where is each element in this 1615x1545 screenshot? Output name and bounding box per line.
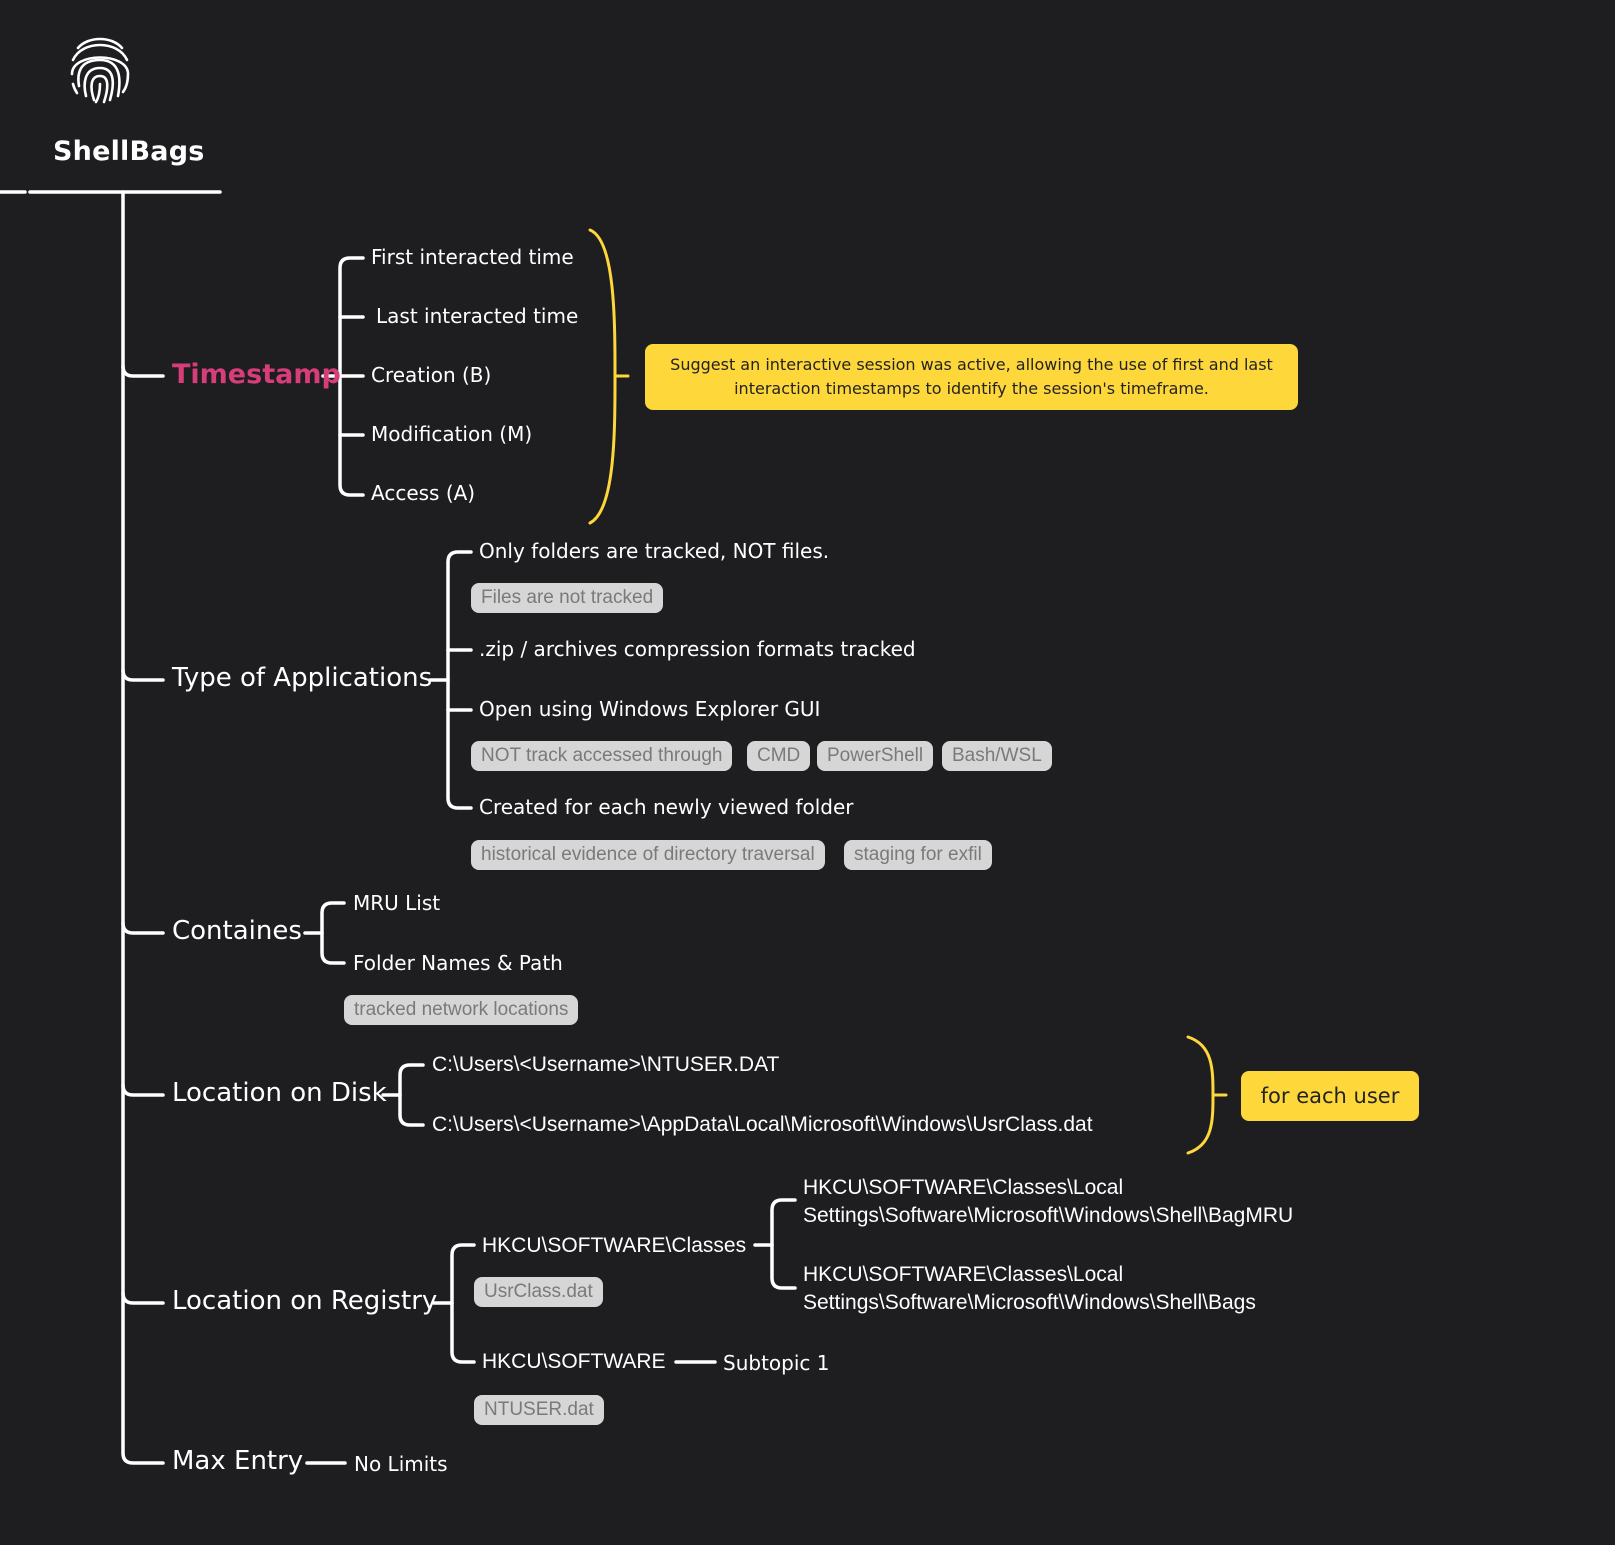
connector-registry (121, 1291, 165, 1305)
registry-key: HKCU\SOFTWARE\Classes (482, 1234, 747, 1257)
applications-item: Open using Windows Explorer GUI (479, 697, 821, 721)
branch-disk: Location on Disk (172, 1078, 387, 1108)
timestamp-item: First interacted time (371, 245, 574, 269)
tag: NTUSER.dat (474, 1395, 604, 1425)
tag: tracked network locations (344, 995, 579, 1025)
registry-subkey-line: HKCU\SOFTWARE\Classes\Local (803, 1263, 1124, 1286)
disk-summary-note: for each user (1241, 1071, 1419, 1121)
tag: PowerShell (817, 741, 934, 771)
tag: Files are not tracked (471, 583, 664, 613)
registry-subkey-line: Settings\Software\Microsoft\Windows\Shel… (803, 1291, 1256, 1314)
branch-max-entry: Max Entry (172, 1446, 304, 1476)
registry-subkey-line: Settings\Software\Microsoft\Windows\Shel… (803, 1204, 1294, 1227)
bracket-classes (770, 1198, 797, 1290)
summary-brace-timestamp (588, 228, 617, 525)
tag: NOT track accessed through (471, 741, 733, 771)
timestamp-item: Creation (B) (371, 363, 492, 387)
tag: UsrClass.dat (474, 1277, 603, 1307)
registry-subkey-line: HKCU\SOFTWARE\Classes\Local (803, 1176, 1124, 1199)
contains-item: Folder Names & Path (353, 951, 563, 975)
branch-registry: Location on Registry (172, 1286, 438, 1316)
bracket-contains (320, 901, 346, 965)
connector-disk (121, 1083, 165, 1097)
summary-brace-disk (1186, 1035, 1215, 1155)
timestamp-summary-note: Suggest an interactive session was activ… (645, 344, 1298, 410)
root-title: ShellBags (53, 136, 205, 167)
bracket-disk (398, 1063, 425, 1127)
fingerprint-icon (70, 37, 130, 104)
applications-item: .zip / archives compression formats trac… (479, 637, 916, 661)
applications-item: Only folders are tracked, NOT files. (479, 539, 830, 563)
max-entry-item: No Limits (354, 1452, 448, 1476)
tag: CMD (747, 741, 811, 771)
disk-path: C:\Users\<Username>\AppData\Local\Micros… (432, 1113, 1093, 1136)
timestamp-item: Modification (M) (371, 422, 533, 446)
branch-applications: Type of Applications (172, 663, 433, 693)
tag: Bash/WSL (942, 741, 1052, 771)
bracket-registry (450, 1243, 476, 1364)
applications-item: Created for each newly viewed folder (479, 795, 854, 819)
trunk-line (121, 190, 165, 1465)
disk-path: C:\Users\<Username>\NTUSER.DAT (432, 1053, 780, 1076)
connector-contains (121, 921, 165, 935)
connector-timestamp (121, 364, 165, 378)
registry-subtopic: Subtopic 1 (723, 1351, 830, 1375)
tag: historical evidence of directory travers… (471, 840, 825, 870)
timestamp-item: Last interacted time (376, 304, 579, 328)
contains-item: MRU List (353, 891, 441, 915)
bracket-applications (446, 550, 473, 810)
connector-applications (121, 668, 165, 682)
tag: staging for exfil (844, 840, 992, 870)
timestamp-item: Access (A) (371, 481, 476, 505)
registry-key: HKCU\SOFTWARE (482, 1350, 666, 1373)
branch-contains: Containes (172, 916, 302, 946)
branch-timestamp: Timestamp (172, 359, 341, 390)
